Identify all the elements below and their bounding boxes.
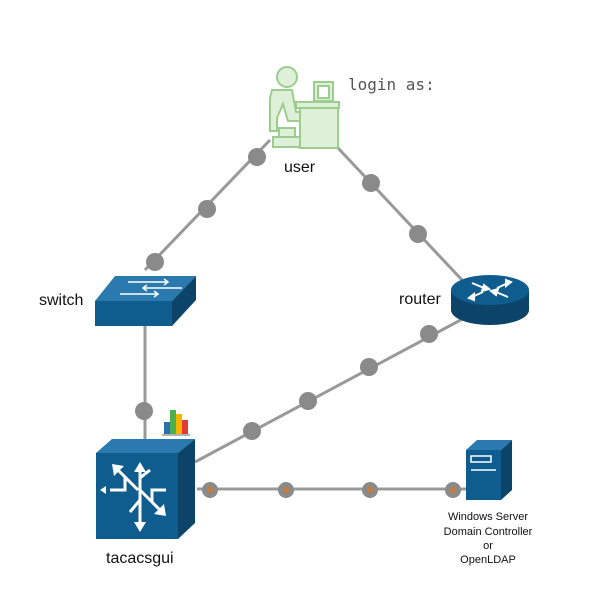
router-label: router [399,291,441,308]
server-label-line2: Domain Controller [444,526,533,538]
packet-dot-core [450,487,456,493]
packet-dot [299,392,317,410]
server-icon [466,440,512,500]
chart-icon [162,410,190,436]
user-label: user [284,159,316,176]
packet-dot [146,253,164,271]
packet-dot [409,225,427,243]
tacacsgui-label: tacacsgui [106,550,174,567]
packet-dot-core [283,487,289,493]
packet-dot [248,148,266,166]
server-label-line4: OpenLDAP [460,554,516,566]
router-icon [451,275,529,325]
packet-dot-core [207,487,213,493]
server-label-line1: Windows Server [448,511,528,523]
switch-icon [95,276,196,326]
login-prompt: login as: [348,75,435,94]
links [143,138,471,491]
server-label-line3: or [483,540,493,552]
packet-dots [135,148,461,498]
user-workstation-icon [269,66,340,149]
packet-dot [135,402,153,420]
tacacsgui-icon [96,439,195,539]
packet-dot [243,422,261,440]
packet-dot [198,200,216,218]
switch-label: switch [39,292,83,309]
packet-dot-core [367,487,373,493]
packet-dot [360,358,378,376]
packet-dot [420,325,438,343]
packet-dot [362,174,380,192]
link-user-router [336,146,464,282]
